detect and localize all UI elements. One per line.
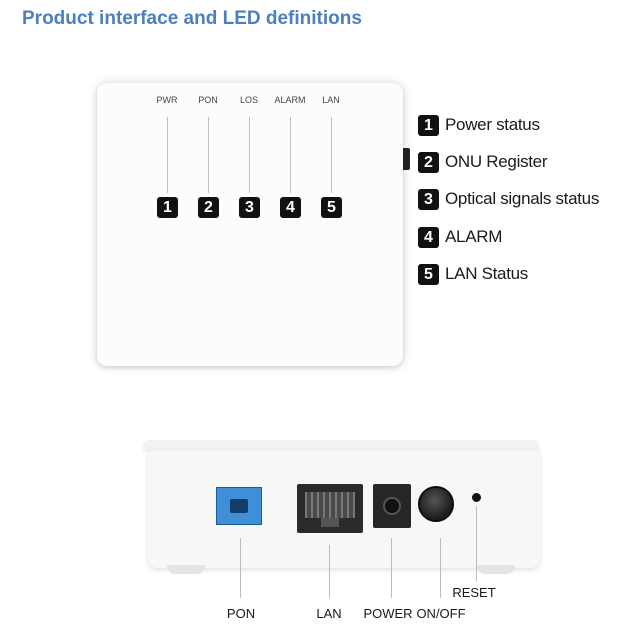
reset-callout-line: [476, 506, 477, 582]
led-number-badge: 5: [321, 197, 342, 218]
led-number-badge: 4: [280, 197, 301, 218]
onoff-button: [418, 486, 454, 522]
onu-rear-top: [143, 440, 540, 452]
onoff-callout-line: [440, 538, 441, 598]
legend-number-badge: 4: [418, 226, 439, 248]
led-number-badge: 2: [198, 197, 219, 218]
led-label-lan: LAN: [322, 95, 340, 105]
power-port-label: POWER: [363, 606, 413, 621]
pon-port: [216, 487, 262, 525]
led-callout-line: [208, 117, 209, 193]
legend-item: 1 Power status: [418, 114, 540, 136]
pon-port-label: PON: [226, 606, 256, 621]
side-button: [403, 148, 410, 170]
led-callout-line: [331, 117, 332, 193]
legend-text: ALARM: [445, 227, 503, 246]
led-label-pwr: PWR: [156, 95, 178, 105]
led-number-badge: 1: [157, 197, 178, 218]
led-callout-line: [167, 117, 168, 193]
legend-text: Power status: [445, 115, 540, 134]
legend-item: 5 LAN Status: [418, 263, 528, 285]
lan-port-label: LAN: [316, 606, 342, 621]
page-title: Product interface and LED definitions: [22, 8, 362, 29]
led-label-alarm: ALARM: [274, 95, 306, 105]
onoff-port-label: ON/OFF: [416, 606, 466, 621]
onu-front-panel: PWR PON LOS ALARM LAN 1 2 3 4 5: [97, 83, 403, 366]
led-number-badge: 3: [239, 197, 260, 218]
legend-number-badge: 5: [418, 263, 439, 285]
lan-port: [297, 484, 363, 533]
legend-text: LAN Status: [445, 264, 528, 283]
reset-port-label: RESET: [452, 585, 496, 600]
power-port: [373, 484, 411, 528]
legend-item: 4 ALARM: [418, 226, 502, 248]
lan-callout-line: [329, 545, 330, 598]
device-foot: [477, 565, 515, 574]
legend-number-badge: 3: [418, 188, 439, 210]
led-label-pon: PON: [198, 95, 218, 105]
legend-text: ONU Register: [445, 152, 548, 171]
led-callout-line: [290, 117, 291, 193]
legend-item: 2 ONU Register: [418, 151, 548, 173]
legend-number-badge: 2: [418, 151, 439, 173]
reset-button: [472, 493, 481, 502]
led-callout-line: [249, 117, 250, 193]
power-callout-line: [391, 538, 392, 598]
legend-item: 3 Optical signals status: [418, 188, 599, 210]
led-label-los: LOS: [239, 95, 259, 105]
legend-text: Optical signals status: [445, 189, 600, 208]
device-foot: [167, 565, 205, 574]
pon-callout-line: [240, 538, 241, 598]
legend-number-badge: 1: [418, 114, 439, 136]
